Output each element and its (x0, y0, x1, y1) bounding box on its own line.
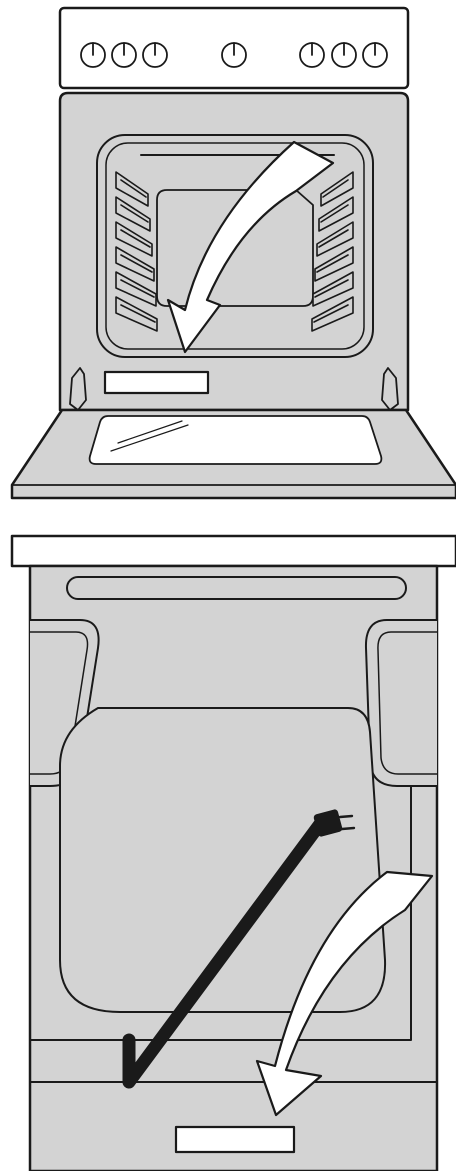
rear-vent (67, 577, 406, 599)
front-view (12, 8, 456, 498)
rating-label-slot-rear (176, 1127, 294, 1152)
cooktop-slab (12, 536, 456, 566)
knob-6[interactable] (332, 43, 356, 67)
knob-7[interactable] (363, 43, 387, 67)
knob-4[interactable] (222, 43, 246, 67)
knob-2[interactable] (112, 43, 136, 67)
knob-5[interactable] (300, 43, 324, 67)
side-bracket-right (366, 620, 437, 786)
control-knobs (81, 43, 387, 67)
knob-3[interactable] (143, 43, 167, 67)
knob-1[interactable] (81, 43, 105, 67)
rear-view (12, 536, 456, 1171)
door-glass-window (90, 416, 382, 464)
rating-label-slot-front (105, 372, 208, 393)
